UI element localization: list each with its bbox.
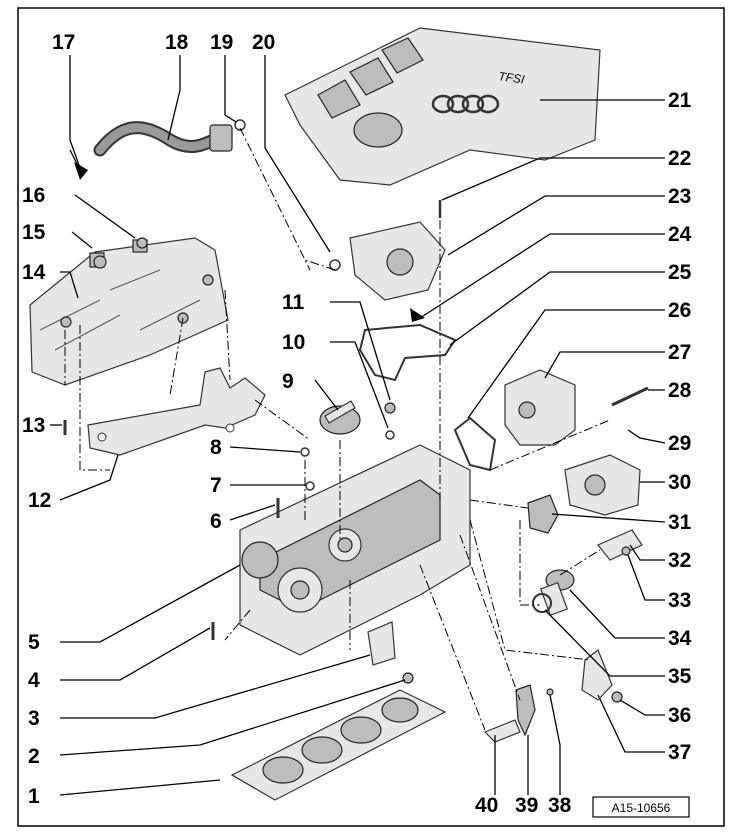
housing-part-27 <box>504 369 576 446</box>
cylinder-head-block <box>239 444 471 656</box>
callout-36: 36 <box>668 704 691 727</box>
bolt-part-36 <box>611 691 623 703</box>
bracket-part-4 <box>367 621 396 666</box>
callout-4: 4 <box>28 669 40 692</box>
callout-32: 32 <box>668 549 691 572</box>
rod-part-28 <box>611 386 649 407</box>
assembly-lines <box>64 127 611 731</box>
callout-40: 40 <box>475 794 498 817</box>
callout-39: 39 <box>515 794 538 817</box>
plate-part-31 <box>527 494 559 534</box>
callout-22: 22 <box>668 147 691 170</box>
connector-part-34 <box>539 569 575 617</box>
callout-11: 11 <box>282 291 305 314</box>
reference-code-box: A15-10656 <box>592 796 690 818</box>
arrow-part-17 <box>74 162 88 180</box>
arrow-part-24 <box>410 308 425 322</box>
callout-5: 5 <box>28 631 40 654</box>
callout-2: 2 <box>28 745 40 768</box>
callout-21: 21 <box>668 89 692 112</box>
engine-cover-part-21: TFSI <box>284 27 601 186</box>
gasket-part-25 <box>358 323 457 382</box>
callout-8: 8 <box>210 436 222 459</box>
callout-20: 20 <box>252 31 275 54</box>
gasket-part-26 <box>453 416 497 472</box>
callout-18: 18 <box>165 31 189 54</box>
hose-part-18 <box>93 119 246 157</box>
callout-27: 27 <box>668 341 691 364</box>
callout-9: 9 <box>282 370 294 393</box>
callout-16: 16 <box>22 184 45 207</box>
sensor-part-39 <box>515 684 536 737</box>
callout-13: 13 <box>22 414 45 437</box>
callout-17: 17 <box>52 31 75 54</box>
callout-15: 15 <box>22 221 46 244</box>
callout-1: 1 <box>28 785 40 808</box>
callout-28: 28 <box>668 379 692 402</box>
reference-code: A15-10656 <box>612 801 671 815</box>
callout-34: 34 <box>668 627 692 650</box>
callout-26: 26 <box>668 299 691 322</box>
oil-cap-part-9 <box>319 400 361 435</box>
bracket-part-32 <box>597 529 643 561</box>
callout-12: 12 <box>28 489 51 512</box>
o-ring-part-35 <box>532 593 552 613</box>
callout-3: 3 <box>28 707 40 730</box>
callout-38: 38 <box>548 794 572 817</box>
callout-29: 29 <box>668 432 691 455</box>
bolt-part-33 <box>621 546 631 556</box>
cover-badge-text: TFSI <box>498 69 526 87</box>
small-fasteners <box>63 200 442 684</box>
callout-19: 19 <box>210 31 233 54</box>
gasket-frame-part-12 <box>87 367 266 456</box>
callout-23: 23 <box>668 185 691 208</box>
callout-30: 30 <box>668 471 691 494</box>
callout-37: 37 <box>668 741 691 764</box>
vacuum-pump-part-23 <box>349 221 446 301</box>
callout-7: 7 <box>210 474 222 497</box>
callout-10: 10 <box>282 331 305 354</box>
callout-25: 25 <box>668 261 692 284</box>
head-gasket-part-1 <box>230 689 447 801</box>
callout-labels: 1 2 3 4 5 6 7 8 9 10 11 12 13 14 15 16 1… <box>22 31 692 817</box>
callout-31: 31 <box>668 511 692 534</box>
leader-lines <box>50 55 666 796</box>
sensor-part-40 <box>483 719 521 743</box>
callout-14: 14 <box>22 261 46 284</box>
bracket-part-37 <box>581 649 613 701</box>
callout-33: 33 <box>668 589 691 612</box>
callout-24: 24 <box>668 223 692 246</box>
plug-part-38 <box>546 688 554 696</box>
pump-part-30 <box>564 454 641 516</box>
callout-6: 6 <box>210 510 222 533</box>
callout-35: 35 <box>668 665 692 688</box>
